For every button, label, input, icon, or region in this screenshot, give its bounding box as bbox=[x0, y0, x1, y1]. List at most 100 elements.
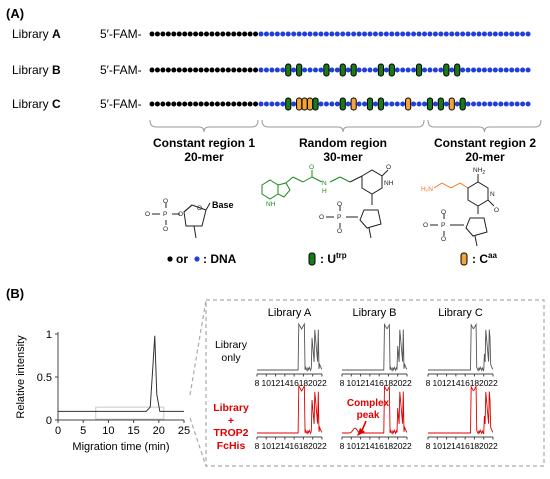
dna-nucleotide bbox=[471, 67, 477, 73]
dna-nucleotide bbox=[509, 31, 515, 37]
dna-nucleotide bbox=[465, 67, 471, 73]
dna-nucleotide bbox=[329, 31, 335, 37]
inset-trace bbox=[257, 322, 323, 372]
dna-o4: O bbox=[178, 211, 183, 218]
dna-nucleotide bbox=[204, 31, 209, 37]
region-brackets bbox=[149, 119, 542, 133]
dna-nucleotide bbox=[422, 101, 427, 107]
inset-tick-label: 12 bbox=[271, 441, 281, 451]
dna-nucleotide bbox=[476, 67, 482, 73]
dna-nucleotide bbox=[400, 31, 406, 37]
caa-nh2: NH2 bbox=[473, 167, 485, 176]
dna-nucleotide bbox=[225, 101, 231, 107]
caa-nucleotide bbox=[306, 97, 314, 111]
utrp-o-p3: O bbox=[337, 228, 342, 235]
bracket-2 bbox=[261, 119, 425, 133]
dna-o2: O bbox=[163, 198, 168, 205]
dna-nucleotide bbox=[454, 31, 460, 37]
inset-tick-label: 18 bbox=[470, 378, 480, 388]
dna-nucleotide bbox=[176, 101, 182, 107]
inset-tick-label: 20 bbox=[393, 378, 403, 388]
dna-nucleotide bbox=[340, 31, 346, 37]
utrp-nucleotide bbox=[454, 63, 461, 77]
dna-nucleotide bbox=[236, 31, 242, 37]
inset-tick-label: 8 bbox=[255, 441, 260, 451]
row-label-trop2-2: + bbox=[228, 415, 234, 427]
dna-nucleotide bbox=[231, 101, 237, 107]
utrp-nh-ring: NH bbox=[384, 180, 394, 187]
dna-o1: O bbox=[145, 211, 150, 218]
dna-nucleotide bbox=[378, 31, 384, 37]
dna-nucleotide bbox=[220, 31, 226, 37]
dna-nucleotide bbox=[520, 101, 526, 107]
dna-nucleotide bbox=[214, 101, 220, 107]
inset-tick-label: 10 bbox=[262, 441, 272, 451]
dna-nucleotide bbox=[149, 67, 155, 73]
utrp-nucleotide bbox=[459, 97, 466, 111]
utrp-nucleotide bbox=[285, 97, 292, 111]
dna-nucleotide bbox=[204, 67, 209, 73]
inset-tick-label: 16 bbox=[289, 441, 299, 451]
dna-nucleotide bbox=[492, 67, 498, 73]
dna-nucleotide bbox=[149, 101, 155, 107]
dna-o3: O bbox=[163, 226, 168, 233]
dna-nucleotide bbox=[247, 31, 253, 37]
legend-black-dot bbox=[167, 256, 173, 262]
dna-nucleotide bbox=[460, 31, 466, 37]
dna-nucleotide bbox=[171, 101, 177, 107]
dna-nucleotide bbox=[193, 67, 199, 73]
inset-tick-label: 20 bbox=[393, 441, 403, 451]
dna-nucleotide bbox=[291, 101, 297, 107]
dna-nucleotide bbox=[307, 31, 313, 37]
dna-nucleotide bbox=[154, 31, 160, 37]
legend-caa-swatch bbox=[460, 252, 468, 266]
legend-utrp-text: : Utrp bbox=[320, 251, 347, 266]
utrp-o-top: O bbox=[386, 164, 391, 171]
dna-base-label: Base bbox=[212, 200, 234, 210]
utrp-h-amide: H bbox=[322, 188, 327, 195]
inset-tick-label: 12 bbox=[442, 378, 452, 388]
region-1-title: Constant region 1 bbox=[153, 136, 255, 150]
dna-structure bbox=[152, 202, 211, 239]
dna-nucleotide bbox=[487, 31, 493, 37]
inset-tick-label: 12 bbox=[442, 441, 452, 451]
utrp-nucleotide bbox=[437, 97, 444, 111]
inset-tick-label: 8 bbox=[340, 378, 345, 388]
fam-prefix: 5′-FAM- bbox=[100, 27, 142, 41]
dna-nucleotide bbox=[285, 31, 291, 37]
library-a-label: Library A bbox=[12, 27, 61, 41]
dna-nucleotide bbox=[400, 67, 406, 73]
dna-nucleotide bbox=[525, 101, 531, 107]
utrp-o-p2: O bbox=[337, 201, 342, 208]
y-tick-label: 0.5 bbox=[37, 372, 52, 384]
dna-nucleotide bbox=[389, 31, 395, 37]
dna-nucleotide bbox=[291, 31, 297, 37]
inset-frame bbox=[205, 299, 545, 467]
dna-nucleotide bbox=[372, 67, 378, 73]
utrp-nucleotide bbox=[415, 63, 423, 77]
inset-tick-label: 22 bbox=[488, 378, 498, 388]
utrp-nh: NH bbox=[266, 201, 276, 208]
caa-structure bbox=[430, 174, 495, 247]
dna-nucleotide bbox=[160, 101, 166, 107]
bracket-3 bbox=[427, 119, 542, 133]
inset-trace bbox=[342, 322, 408, 372]
dna-nucleotide bbox=[432, 31, 438, 37]
dna-nucleotide bbox=[394, 101, 400, 107]
dna-structure-atoms: O P O O O O bbox=[145, 198, 202, 233]
dna-legend: or : DNA bbox=[167, 252, 237, 266]
dna-nucleotide bbox=[242, 67, 248, 73]
dna-nucleotide bbox=[345, 67, 351, 73]
dna-nucleotide bbox=[362, 67, 368, 73]
caa-legend: : Caa bbox=[460, 251, 497, 266]
inset-tick-label: 10 bbox=[347, 441, 357, 451]
zoom-box bbox=[95, 406, 165, 420]
dna-nucleotide bbox=[225, 31, 231, 37]
inset-tick-label: 14 bbox=[365, 441, 375, 451]
dna-nucleotide bbox=[514, 31, 520, 37]
dna-nucleotide bbox=[514, 101, 520, 107]
inset-tick-label: 14 bbox=[365, 378, 375, 388]
inset-tick-label: 22 bbox=[488, 441, 498, 451]
dna-nucleotide bbox=[345, 101, 351, 107]
